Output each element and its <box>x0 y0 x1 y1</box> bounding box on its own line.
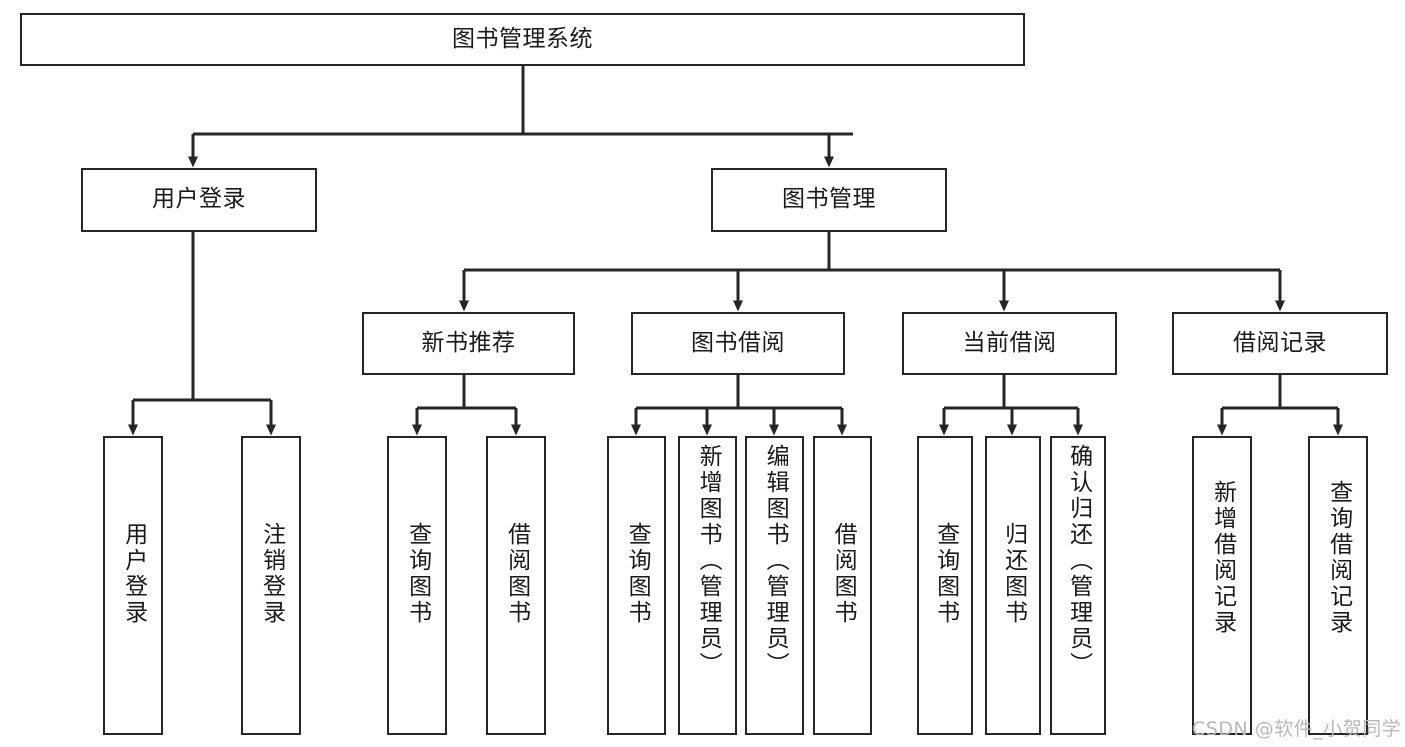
node-leaf-confirm-return[interactable]: 确认归还（管理员） <box>1050 436 1106 735</box>
node-leaf-return-book[interactable]: 归还图书 <box>985 436 1041 735</box>
node-leaf-add-book[interactable]: 新增图书（管理员） <box>678 436 737 735</box>
node-leaf-confirm-return-label: 确认归还（管理员） <box>1065 444 1092 678</box>
node-leaf-user-login-label: 用户登录 <box>120 522 147 626</box>
node-book-borrow[interactable]: 图书借阅 <box>631 312 845 375</box>
node-leaf-return-book-label: 归还图书 <box>1000 522 1027 626</box>
node-leaf-logout[interactable]: 注销登录 <box>241 436 301 735</box>
node-new-book-rec-label: 新书推荐 <box>421 329 516 356</box>
node-borrow-record[interactable]: 借阅记录 <box>1172 312 1388 375</box>
node-leaf-borrow-book-1[interactable]: 借阅图书 <box>486 436 546 735</box>
node-leaf-query-record[interactable]: 查询借阅记录 <box>1308 436 1368 735</box>
node-current-borrow-label: 当前借阅 <box>962 329 1057 356</box>
watermark-text: CSDN @软件_小贺同学 <box>1192 718 1402 740</box>
node-leaf-user-login[interactable]: 用户登录 <box>103 436 163 735</box>
node-book-borrow-label: 图书借阅 <box>691 329 785 356</box>
node-leaf-query-book-3[interactable]: 查询图书 <box>917 436 973 735</box>
node-leaf-query-book-1[interactable]: 查询图书 <box>387 436 447 735</box>
node-leaf-add-record[interactable]: 新增借阅记录 <box>1192 436 1252 735</box>
node-leaf-edit-book[interactable]: 编辑图书（管理员） <box>745 436 804 735</box>
node-root-label: 图书管理系统 <box>452 25 593 52</box>
node-leaf-query-book-2-label: 查询图书 <box>624 522 651 626</box>
node-leaf-query-book-1-label: 查询图书 <box>404 522 431 626</box>
node-leaf-query-book-2[interactable]: 查询图书 <box>607 436 666 735</box>
node-user-login[interactable]: 用户登录 <box>81 168 317 232</box>
node-leaf-query-record-label: 查询借阅记录 <box>1325 480 1352 636</box>
node-borrow-record-label: 借阅记录 <box>1233 329 1327 356</box>
node-user-login-label: 用户登录 <box>152 186 246 213</box>
node-leaf-query-book-3-label: 查询图书 <box>932 522 959 626</box>
node-leaf-add-book-label: 新增图书（管理员） <box>695 444 722 678</box>
node-leaf-borrow-book-1-label: 借阅图书 <box>503 522 530 626</box>
node-leaf-edit-book-label: 编辑图书（管理员） <box>762 444 789 678</box>
node-book-mgmt-label: 图书管理 <box>782 186 876 213</box>
node-leaf-borrow-book-2[interactable]: 借阅图书 <box>813 436 872 735</box>
node-current-borrow[interactable]: 当前借阅 <box>902 312 1117 375</box>
node-root[interactable]: 图书管理系统 <box>20 13 1025 66</box>
node-new-book-rec[interactable]: 新书推荐 <box>362 312 575 375</box>
node-book-mgmt[interactable]: 图书管理 <box>711 168 947 232</box>
node-leaf-borrow-book-2-label: 借阅图书 <box>830 522 857 626</box>
node-leaf-logout-label: 注销登录 <box>258 522 285 626</box>
node-leaf-add-record-label: 新增借阅记录 <box>1209 480 1236 636</box>
